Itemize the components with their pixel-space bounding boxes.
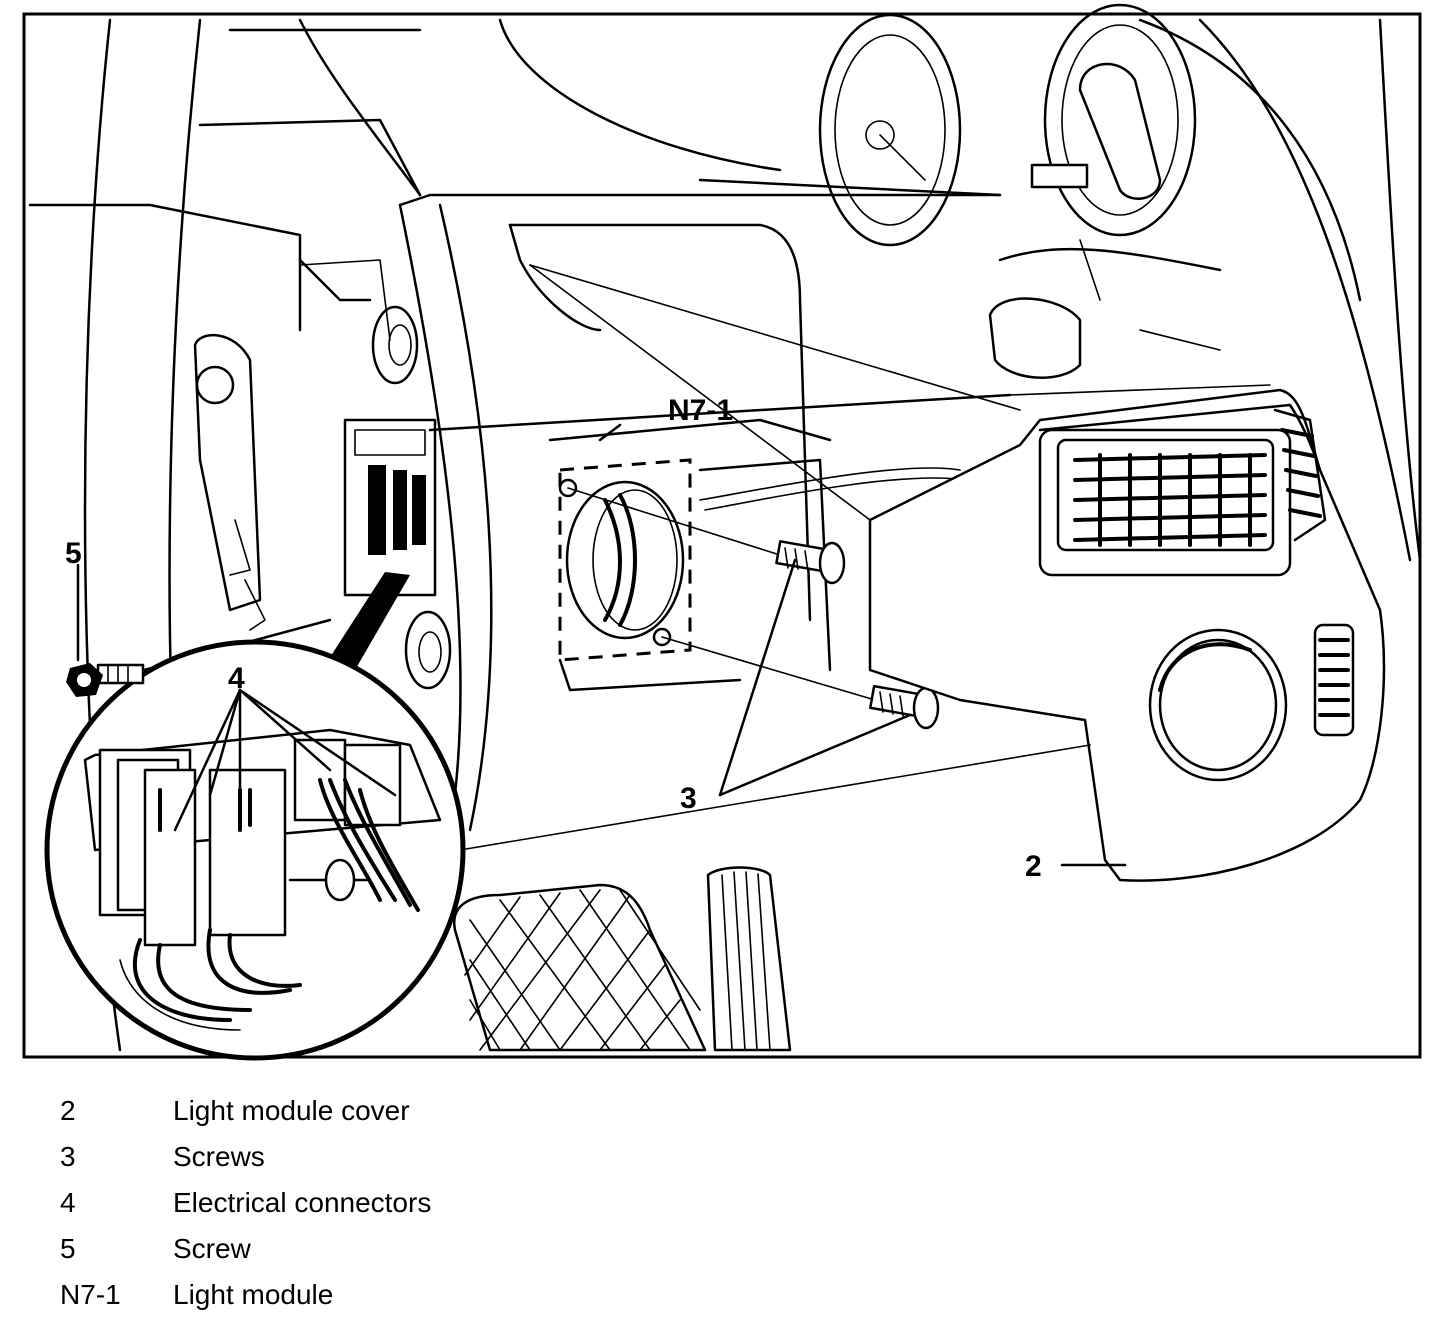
legend-row: 3 Screws (60, 1134, 760, 1180)
callout-n7-1: N7-1 (668, 394, 733, 427)
legend-text: Screw (173, 1233, 251, 1264)
legend-text: Light module (173, 1279, 334, 1310)
parts-legend: 2 Light module cover 3 Screws 4 Electric… (60, 1088, 760, 1318)
legend-row: 4 Electrical connectors (60, 1180, 760, 1226)
legend-key: 3 (60, 1141, 76, 1172)
legend-key: N7-1 (60, 1279, 121, 1310)
legend-key: 4 (60, 1187, 76, 1218)
relay-block (343, 418, 437, 597)
illustration-figure: N7-1 5 4 3 2 (22, 3, 1422, 1061)
dashboard-outline (28, 18, 1422, 1052)
instrument-gauge-left (818, 13, 962, 247)
screw-lower (661, 636, 940, 730)
legend-key: 2 (60, 1095, 76, 1126)
legend-row: N7-1 Light module (60, 1272, 760, 1318)
legend-text: Light module cover (173, 1095, 410, 1126)
connector-detail-inset (44, 639, 466, 1061)
accelerator-pedal (706, 866, 792, 1052)
callout-2: 2 (1025, 850, 1042, 883)
screw-upper (567, 487, 846, 585)
brake-pedal (452, 883, 707, 1052)
steering-column-bracket (988, 239, 1221, 379)
light-module-cover (459, 264, 1386, 882)
light-module (428, 223, 1012, 692)
screw-5 (66, 663, 145, 697)
callout-4: 4 (228, 662, 245, 695)
left-bracket (193, 258, 452, 690)
legend-row: 2 Light module cover (60, 1088, 760, 1134)
callout-3: 3 (680, 782, 697, 815)
instrument-gauge-right (1030, 3, 1197, 237)
callout-leaders (76, 423, 1127, 867)
legend-text: Screws (173, 1141, 265, 1172)
callout-5: 5 (65, 537, 82, 570)
legend-row: 5 Screw (60, 1226, 760, 1272)
legend-text: Electrical connectors (173, 1187, 432, 1218)
legend-key: 5 (60, 1233, 76, 1264)
